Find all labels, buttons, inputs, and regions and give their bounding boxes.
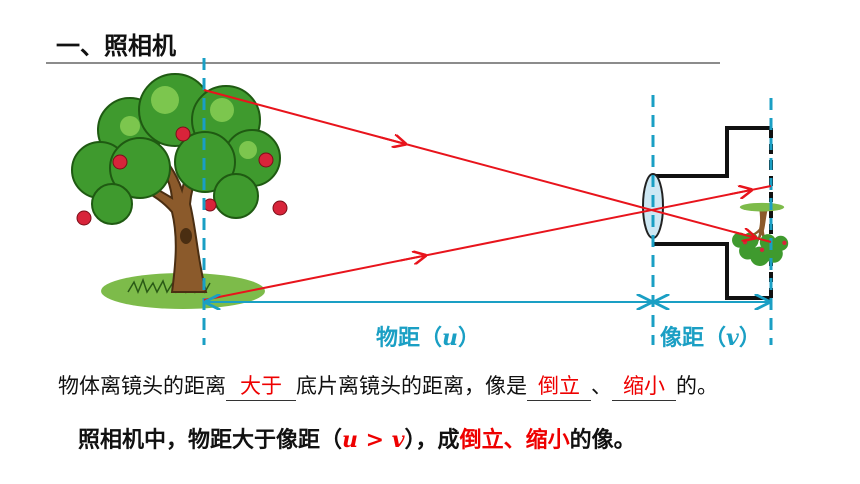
object-distance-label: 物距（u） bbox=[376, 325, 481, 351]
tree-knot bbox=[180, 228, 192, 244]
sentence-part: 底片离镜头的距离，像是 bbox=[296, 374, 527, 398]
conclusion-sentence: 照相机中，物距大于像距（u > v），成倒立、缩小的像。 bbox=[78, 422, 636, 454]
sentence-part: 的。 bbox=[676, 374, 718, 398]
sentence-part: 物体离镜头的距离 bbox=[58, 374, 226, 398]
ray-bottom-arrow bbox=[399, 256, 424, 261]
sentence-part: 、 bbox=[591, 374, 612, 398]
apples bbox=[76, 126, 288, 226]
conclusion-part: 的像。 bbox=[569, 428, 636, 453]
ray-top-arrow bbox=[379, 137, 404, 143]
ray-bottom bbox=[203, 185, 772, 301]
ray-bottom-arrow-2 bbox=[729, 190, 750, 194]
answer-blank-1: 大于 bbox=[226, 370, 296, 401]
image-distance-label: 像距（v） bbox=[660, 325, 761, 351]
tree-foliage-highlight bbox=[120, 86, 257, 159]
relation-expression: u > v bbox=[342, 427, 405, 453]
section-title: 一、照相机 bbox=[56, 32, 176, 60]
answer-blank-2: 倒立 bbox=[527, 370, 591, 401]
ray-top-arrow-2 bbox=[733, 232, 754, 237]
conclusion-part: 照相机中，物距大于像距（ bbox=[78, 428, 343, 453]
fill-in-sentence: 物体离镜头的距离大于底片离镜头的距离，像是倒立、缩小的。 bbox=[58, 370, 718, 401]
ray-top bbox=[203, 89, 772, 243]
camera-body bbox=[653, 126, 771, 300]
answer-blank-3: 缩小 bbox=[612, 370, 676, 401]
title-divider bbox=[46, 62, 720, 64]
conclusion-part: ），成 bbox=[404, 428, 460, 453]
conclusion-highlight: 倒立、缩小 bbox=[459, 428, 570, 453]
